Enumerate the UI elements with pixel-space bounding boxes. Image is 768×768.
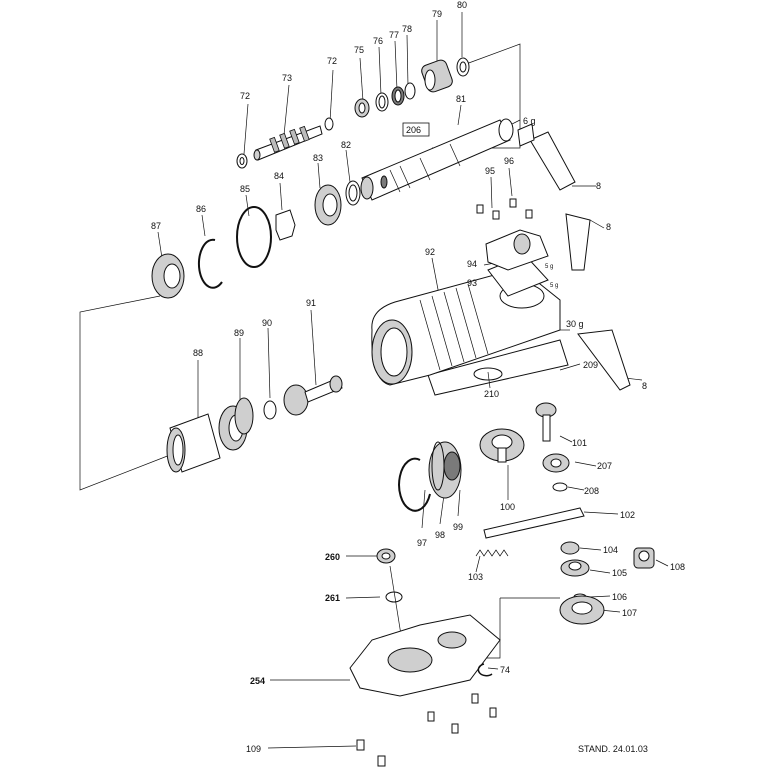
label-92: 92 xyxy=(425,247,435,257)
piston-assembly xyxy=(166,375,343,473)
label-97: 97 xyxy=(417,538,427,548)
label-96: 96 xyxy=(504,156,514,166)
label-88: 88 xyxy=(193,348,203,358)
label-81: 81 xyxy=(456,94,466,104)
label-78: 78 xyxy=(402,24,412,34)
label-72-right: 72 xyxy=(327,56,337,66)
label-80: 80 xyxy=(457,0,467,10)
part-labels: 80 79 78 77 76 75 73 72 72 81 206 6 g 82… xyxy=(151,0,685,754)
part-206-box xyxy=(402,122,430,137)
label-102: 102 xyxy=(620,510,635,520)
gear-assembly xyxy=(398,402,655,625)
label-89: 89 xyxy=(234,328,244,338)
label-72-left: 72 xyxy=(240,91,250,101)
label-109: 109 xyxy=(246,744,261,754)
label-100: 100 xyxy=(500,502,515,512)
label-261: 261 xyxy=(325,593,340,603)
label-85: 85 xyxy=(240,184,250,194)
label-108: 108 xyxy=(670,562,685,572)
label-207: 207 xyxy=(597,461,612,471)
label-101: 101 xyxy=(572,438,587,448)
crankcase-assembly xyxy=(371,198,631,396)
upper-shaft-assembly xyxy=(151,57,576,299)
label-75: 75 xyxy=(354,45,364,55)
label-8-top: 8 xyxy=(596,181,601,191)
label-8-mid: 8 xyxy=(606,222,611,232)
label-82: 82 xyxy=(341,140,351,150)
label-79: 79 xyxy=(432,9,442,19)
label-99: 99 xyxy=(453,522,463,532)
label-106: 106 xyxy=(612,592,627,602)
label-grease-6g: 6 g xyxy=(523,116,536,126)
label-grease-5g-a: 5 g xyxy=(545,264,553,270)
label-74: 74 xyxy=(500,665,510,675)
label-86: 86 xyxy=(196,204,206,214)
label-206: 206 xyxy=(406,125,421,135)
label-254: 254 xyxy=(250,676,265,686)
label-104: 104 xyxy=(603,545,618,555)
label-90: 90 xyxy=(262,318,272,328)
label-91: 91 xyxy=(306,298,316,308)
label-105: 105 xyxy=(612,568,627,578)
leader-lines xyxy=(79,12,669,749)
label-210: 210 xyxy=(484,389,499,399)
label-87: 87 xyxy=(151,221,161,231)
label-98: 98 xyxy=(435,530,445,540)
label-grease-30g: 30 g xyxy=(566,319,584,329)
label-94: 94 xyxy=(467,259,477,269)
label-93: 93 xyxy=(467,278,477,288)
label-95: 95 xyxy=(485,166,495,176)
label-260: 260 xyxy=(325,552,340,562)
gear-housing xyxy=(349,548,501,767)
label-8-low: 8 xyxy=(642,381,647,391)
label-73: 73 xyxy=(282,73,292,83)
label-83: 83 xyxy=(313,153,323,163)
label-77: 77 xyxy=(389,30,399,40)
label-209: 209 xyxy=(583,360,598,370)
label-107: 107 xyxy=(622,608,637,618)
label-76: 76 xyxy=(373,36,383,46)
label-103: 103 xyxy=(468,572,483,582)
label-grease-5g-b: 5 g xyxy=(550,283,558,289)
label-208: 208 xyxy=(584,486,599,496)
label-84: 84 xyxy=(274,171,284,181)
footer-stand: STAND. 24.01.03 xyxy=(578,744,648,754)
